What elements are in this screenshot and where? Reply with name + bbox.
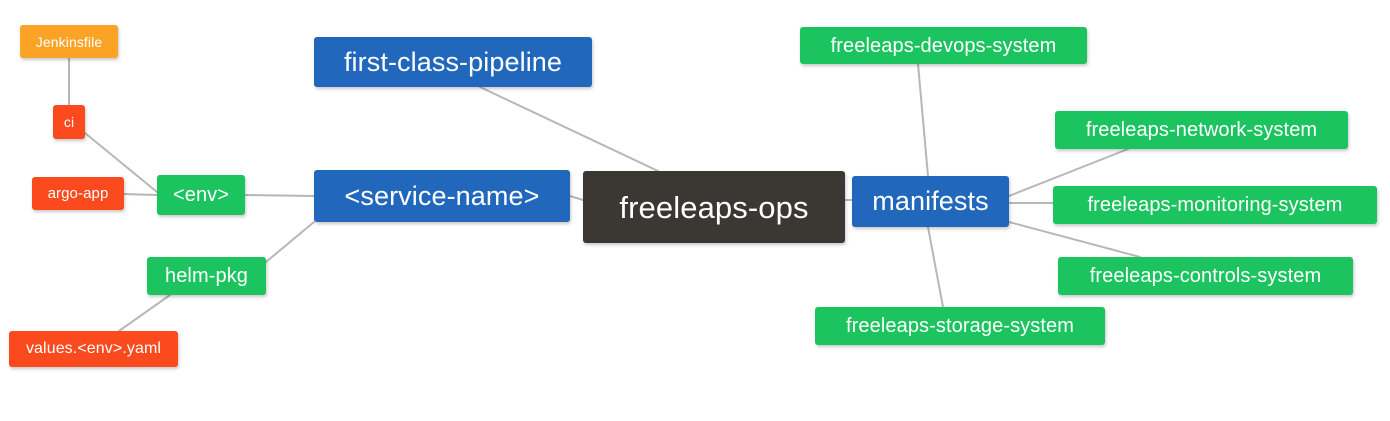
node-freeleaps-network-system[interactable]: freeleaps-network-system [1055,111,1348,149]
node-label-freeleaps-storage-system: freeleaps-storage-system [845,315,1075,337]
node-argo-app[interactable]: argo-app [32,177,124,210]
node-env[interactable]: <env> [157,175,245,215]
edge-manifests-to-freeleaps-storage-system [927,226,944,308]
node-label-first-class-pipeline: first-class-pipeline [343,46,563,77]
node-label-freeleaps-controls-system: freeleaps-controls-system [1089,265,1322,287]
edge-env-to-service-name [244,194,315,197]
node-helm-pkg[interactable]: helm-pkg [147,257,266,295]
node-label-manifests: manifests [872,186,989,216]
node-label-ci: ci [63,114,75,130]
node-values-env-yaml[interactable]: values.<env>.yaml [9,331,178,367]
edge-helm-pkg-to-values-env-yaml [118,294,171,332]
node-label-argo-app: argo-app [47,185,109,202]
node-freeleaps-devops-system[interactable]: freeleaps-devops-system [800,27,1087,64]
node-label-freeleaps-monitoring-system: freeleaps-monitoring-system [1087,194,1343,216]
node-freeleaps-monitoring-system[interactable]: freeleaps-monitoring-system [1053,186,1377,224]
edge-service-name-to-freeleaps-ops [569,195,584,201]
node-label-freeleaps-devops-system: freeleaps-devops-system [830,34,1057,57]
node-label-jenkinsfile: Jenkinsfile [35,33,103,50]
node-label-freeleaps-ops: freeleaps-ops [619,189,809,225]
edge-manifests-to-freeleaps-controls-system [1008,221,1141,258]
node-freeleaps-controls-system[interactable]: freeleaps-controls-system [1058,257,1353,295]
edge-first-class-pipeline-to-freeleaps-ops [479,86,659,172]
node-freeleaps-ops[interactable]: freeleaps-ops [583,171,845,243]
node-label-freeleaps-network-system: freeleaps-network-system [1085,119,1318,141]
node-ci[interactable]: ci [53,105,85,139]
edge-argo-app-to-env [123,193,158,196]
node-manifests[interactable]: manifests [852,176,1009,227]
node-label-helm-pkg: helm-pkg [164,265,249,287]
node-first-class-pipeline[interactable]: first-class-pipeline [314,37,592,87]
node-label-service-name: <service-name> [344,180,540,211]
node-jenkinsfile[interactable]: Jenkinsfile [20,25,118,58]
node-service-name[interactable]: <service-name> [314,170,570,222]
edge-service-name-to-helm-pkg [265,221,315,263]
node-label-values-env-yaml: values.<env>.yaml [25,340,162,357]
node-freeleaps-storage-system[interactable]: freeleaps-storage-system [815,307,1105,345]
edge-manifests-to-freeleaps-devops-system [917,63,929,177]
node-label-env: <env> [172,184,230,206]
